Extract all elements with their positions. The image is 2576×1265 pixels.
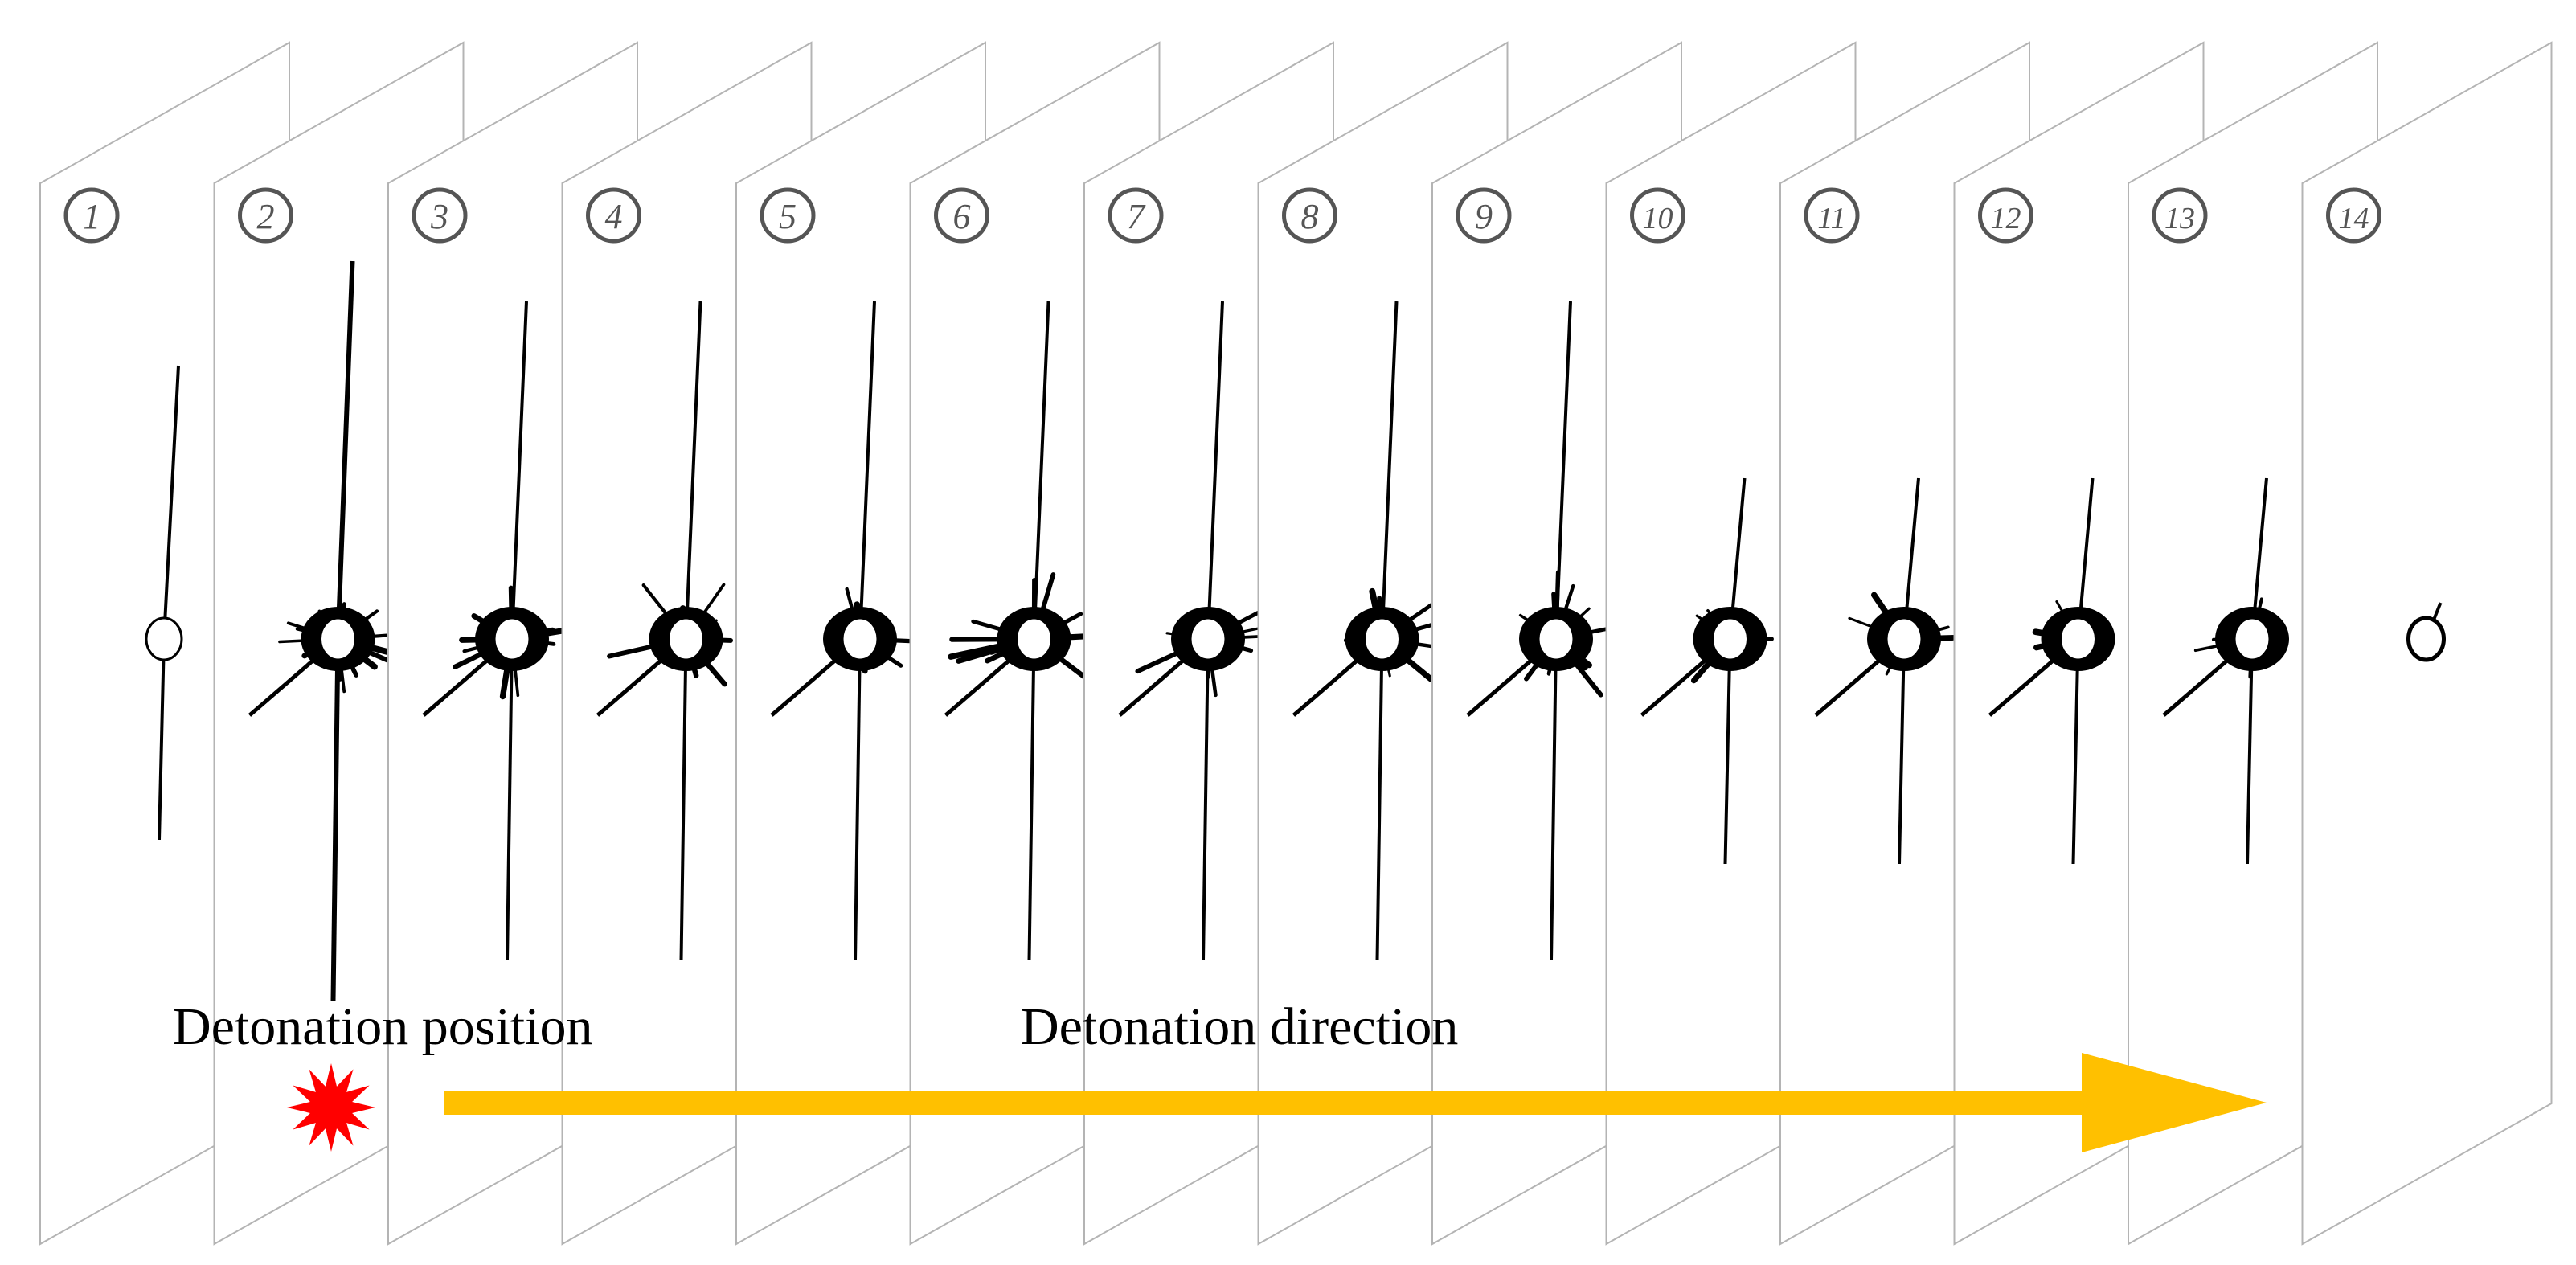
- overlay: [287, 1053, 2267, 1152]
- panel-number: 1: [83, 197, 100, 236]
- panel-number-badge: 10: [1630, 187, 1685, 244]
- blast-crack-pattern: [1118, 301, 1275, 961]
- panel-number-badge: 13: [2152, 187, 2208, 244]
- blast-crack-pattern: [944, 301, 1100, 961]
- panel-number: 11: [1817, 202, 1845, 235]
- panel-number: 9: [1475, 197, 1493, 236]
- detonation-position-label: Detonation position: [173, 997, 593, 1056]
- detonation-direction-label: Detonation direction: [1021, 997, 1459, 1056]
- panel-number-badge: 11: [1804, 187, 1860, 244]
- blast-crack-pattern: [1814, 477, 1964, 865]
- panel-number: 14: [2339, 202, 2369, 235]
- panel-number-badge: 3: [412, 187, 468, 244]
- blast-crack-pattern: [1640, 477, 1774, 865]
- blast-crack-pattern: [2406, 602, 2446, 662]
- panel-number-badge: 4: [586, 187, 641, 244]
- panel-number: 5: [779, 197, 797, 236]
- blast-crack-pattern: [1466, 301, 1618, 961]
- panel-number-badge: 9: [1456, 187, 1512, 244]
- panel-number: 10: [1643, 202, 1673, 235]
- panel-number-badge: 2: [238, 187, 293, 244]
- detonation-direction-arrow: [444, 1053, 2267, 1152]
- panel-number: 13: [2164, 202, 2195, 235]
- panel-number-badge: 7: [1108, 187, 1164, 244]
- panel-number: 12: [1991, 202, 2021, 235]
- panel-number: 6: [953, 197, 971, 236]
- blast-crack-pattern: [770, 301, 934, 961]
- blast-crack-pattern: [2162, 477, 2289, 865]
- panel-number-badge: 12: [1978, 187, 2033, 244]
- panel-number: 4: [605, 197, 623, 236]
- blast-crack-pattern: [1292, 301, 1455, 961]
- panel-number-badge: 8: [1282, 187, 1337, 244]
- detonation-star-icon: [287, 1063, 375, 1152]
- panel-number-badge: 1: [63, 187, 120, 244]
- panel-number: 8: [1301, 197, 1319, 236]
- blast-crack-pattern: [422, 301, 597, 961]
- panel-number-badge: 5: [760, 187, 816, 244]
- panel-14: 14: [2301, 41, 2553, 1246]
- panel-number-badge: 14: [2326, 187, 2381, 244]
- panel-number-badge: 6: [934, 187, 989, 244]
- blast-crack-pattern: [596, 301, 733, 961]
- blast-crack-pattern: [1988, 477, 2115, 865]
- panel-number: 3: [430, 197, 448, 236]
- panel-number: 7: [1127, 197, 1146, 236]
- blast-crack-pattern: [145, 365, 183, 841]
- panel-number: 2: [257, 197, 275, 236]
